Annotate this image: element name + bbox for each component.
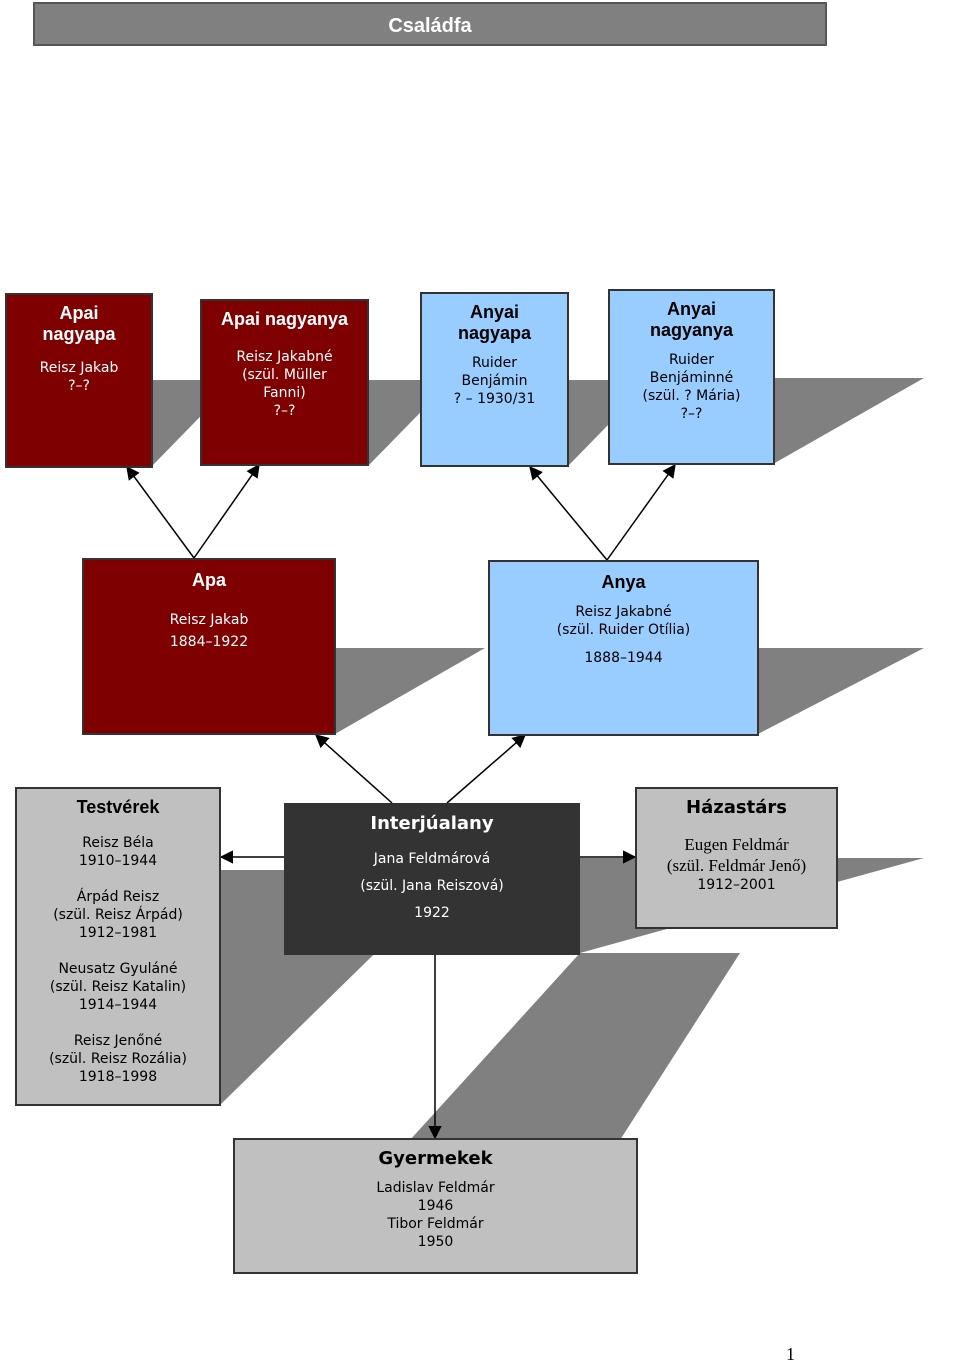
mother-line-1: Reisz Jakabné <box>575 604 672 620</box>
maternal-grandmother-line-3: (szül. ? Mária) <box>642 388 741 404</box>
child-2-year: 1950 <box>417 1234 454 1250</box>
maternal-grandmother-line-4: ?–? <box>680 406 703 422</box>
spouse-birthname: (szül. Feldmár Jenő) <box>666 856 807 875</box>
children-heading: Gyermekek <box>378 1148 493 1169</box>
interviewee-year: 1922 <box>414 905 450 921</box>
sibling-4-dates: 1918–1998 <box>78 1069 158 1085</box>
maternal-grandmother-box: Anyai nagyanya Ruider Benjáminné (szül. … <box>608 289 775 465</box>
paternal-grandfather-box: Apai nagyapa Reisz Jakab ?–? <box>5 293 153 468</box>
paternal-grandfather-name: Reisz Jakab <box>39 360 119 376</box>
child-2-name: Tibor Feldmár <box>387 1216 484 1232</box>
paternal-grandmother-box: Apai nagyanya Reisz Jakabné (szül. Mülle… <box>200 299 369 466</box>
father-dates: 1884–1922 <box>169 634 249 650</box>
paternal-grandmother-line-3: Fanni) <box>263 385 306 401</box>
mother-box: Anya Reisz Jakabné (szül. Ruider Otília)… <box>488 560 759 736</box>
sibling-2-dates: 1912–1981 <box>78 925 158 941</box>
spouse-box: Házastárs Eugen Feldmár (szül. Feldmár J… <box>635 787 838 929</box>
maternal-grandfather-line-1: Ruider <box>471 355 518 371</box>
shadow-mother <box>758 648 924 734</box>
arrow-interviewee-mother <box>446 734 527 804</box>
father-heading: Apa <box>191 570 226 590</box>
maternal-grandfather-line-2: Benjámin <box>461 373 528 389</box>
father-name: Reisz Jakab <box>169 612 249 628</box>
maternal-grandmother-line-2: Benjáminné <box>649 370 734 386</box>
maternal-grandmother-heading: Anyai nagyanya <box>649 299 734 340</box>
children-box: Gyermekek Ladislav Feldmár 1946 Tibor Fe… <box>233 1138 638 1274</box>
child-1-name: Ladislav Feldmár <box>376 1180 495 1196</box>
interviewee-name: Jana Feldmárová <box>373 851 491 867</box>
mother-line-2: (szül. Ruider Otília) <box>556 622 691 638</box>
paternal-grandmother-line-2: (szül. Müller <box>242 367 327 383</box>
sibling-1-name: Reisz Béla <box>82 835 154 851</box>
sibling-4-name: Reisz Jenőné <box>73 1033 163 1049</box>
interviewee-heading: Interjúalany <box>370 813 494 834</box>
spouse-heading: Házastárs <box>686 797 787 818</box>
arrow-interviewee-father <box>314 734 393 804</box>
spouse-name: Eugen Feldmár <box>684 835 789 854</box>
arrow-mother-grandfather <box>529 465 608 561</box>
arrow-father-grandmother <box>193 463 260 559</box>
page-title: Családfa <box>33 2 827 46</box>
interviewee-box: Interjúalany Jana Feldmárová (szül. Jana… <box>284 803 580 955</box>
siblings-box: Testvérek Reisz Béla 1910–1944 Árpád Rei… <box>15 787 221 1106</box>
maternal-grandfather-line-3: ? – 1930/31 <box>453 391 536 407</box>
mother-dates: 1888–1944 <box>584 650 663 666</box>
spouse-dates: 1912–2001 <box>697 877 776 893</box>
sibling-3-name: Neusatz Gyuláné <box>58 961 178 977</box>
arrow-mother-grandmother <box>606 463 676 561</box>
paternal-grandmother-heading: Apai nagyanya <box>220 309 349 329</box>
sibling-4-birthname: (szül. Reisz Rozália) <box>49 1051 187 1067</box>
mother-heading: Anya <box>601 572 646 592</box>
shadow-grandparent-4 <box>773 378 924 464</box>
paternal-grandfather-heading: Apai nagyapa <box>42 303 116 344</box>
siblings-heading: Testvérek <box>76 797 160 817</box>
paternal-grandmother-line-4: ?–? <box>273 403 296 419</box>
maternal-grandmother-line-1: Ruider <box>668 352 715 368</box>
shadow-spouse-area <box>410 953 740 1140</box>
arrow-father-grandfather <box>126 465 195 559</box>
page-number: 1 <box>786 1344 795 1364</box>
paternal-grandmother-line-1: Reisz Jakabné <box>236 349 333 365</box>
maternal-grandfather-box: Anyai nagyapa Ruider Benjámin ? – 1930/3… <box>420 292 569 467</box>
sibling-2-name: Árpád Reisz <box>76 889 160 905</box>
father-box: Apa Reisz Jakab 1884–1922 <box>82 558 336 735</box>
shadow-father <box>335 648 485 734</box>
sibling-3-birthname: (szül. Reisz Katalin) <box>49 979 187 995</box>
interviewee-birthname: (szül. Jana Reiszová) <box>360 878 504 894</box>
maternal-grandfather-heading: Anyai nagyapa <box>457 302 532 343</box>
child-1-year: 1946 <box>417 1198 454 1214</box>
sibling-2-birthname: (szül. Reisz Árpád) <box>53 907 183 923</box>
paternal-grandfather-dates: ?–? <box>68 378 90 394</box>
sibling-3-dates: 1914–1944 <box>78 997 158 1013</box>
sibling-1-dates: 1910–1944 <box>78 853 158 869</box>
